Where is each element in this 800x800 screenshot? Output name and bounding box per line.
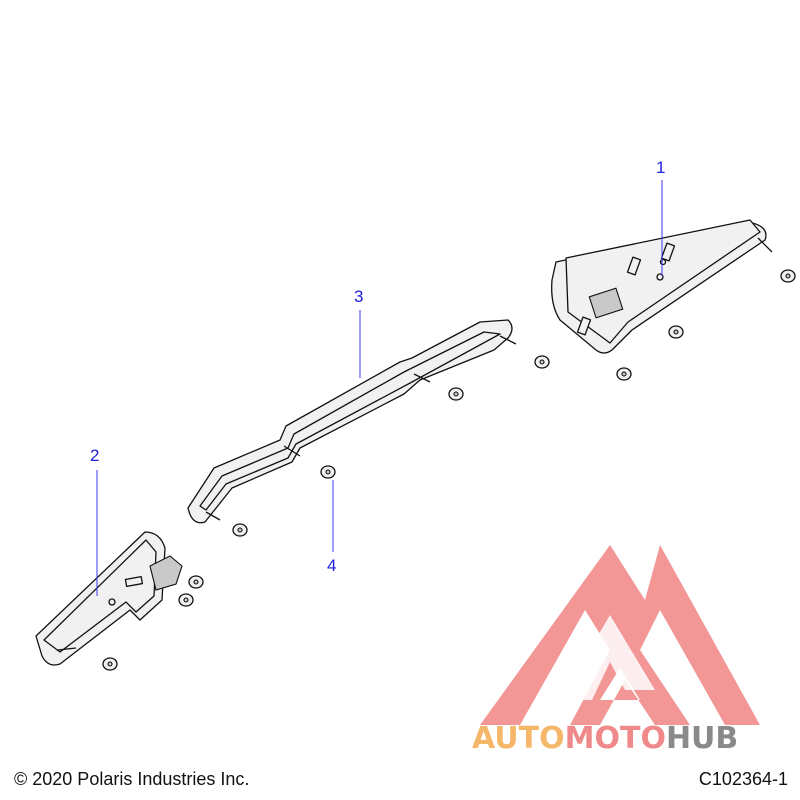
- callout-3: 3: [354, 287, 363, 378]
- tail-light-right-tab-b: [660, 242, 676, 262]
- light-bar-center-stud-a: [205, 511, 221, 521]
- nut: [178, 593, 194, 607]
- nut: [448, 387, 464, 401]
- light-bar-center: [187, 319, 517, 524]
- light-bar-center-stud-c: [413, 373, 431, 383]
- nut: [668, 325, 684, 339]
- nut: [232, 523, 248, 537]
- light-bar-center-stud-d: [499, 335, 517, 345]
- nut: [780, 269, 796, 283]
- nut: [320, 465, 336, 479]
- tail-light-right-face: [565, 219, 761, 344]
- watermark-moto: MOTO: [565, 721, 666, 756]
- watermark-text: AUTOMOTOHUB: [472, 721, 738, 756]
- watermark-auto: AUTO: [472, 721, 565, 756]
- tail-light-left-tab-a: [124, 576, 144, 587]
- nut: [102, 657, 118, 671]
- callout-label-1: 1: [656, 158, 665, 177]
- tail-light-left-stud: [57, 647, 77, 651]
- tail-light-left-face: [43, 539, 157, 653]
- nut: [188, 575, 204, 589]
- light-bar-center-stud-b: [283, 445, 301, 457]
- callout-label-4: 4: [327, 556, 336, 575]
- tail-light-right: [551, 219, 773, 354]
- tail-light-right-tab-a: [626, 256, 642, 276]
- callout-1: 1: [656, 158, 665, 276]
- tail-light-right-hole-2: [659, 258, 667, 266]
- callout-2: 2: [90, 446, 99, 596]
- tail-light-right-connector: [588, 287, 624, 319]
- callout-label-3: 3: [354, 287, 363, 306]
- tail-light-left-hole: [108, 598, 116, 606]
- tail-light-left: [35, 531, 183, 666]
- watermark-hub: HUB: [666, 721, 738, 756]
- tail-light-right-stud: [757, 237, 773, 253]
- nut: [534, 355, 550, 369]
- figure-id: C102364-1: [698, 769, 788, 789]
- callout-4: 4: [327, 480, 336, 575]
- callout-label-2: 2: [90, 446, 99, 465]
- watermark-logo: [480, 545, 760, 725]
- nuts: [102, 269, 796, 671]
- nut: [616, 367, 632, 381]
- tail-light-right-tab-c: [576, 316, 592, 336]
- watermark-logo-inner: [560, 615, 655, 700]
- tail-light-left-connector: [149, 555, 183, 591]
- copyright-text: © 2020 Polaris Industries Inc.: [14, 769, 250, 789]
